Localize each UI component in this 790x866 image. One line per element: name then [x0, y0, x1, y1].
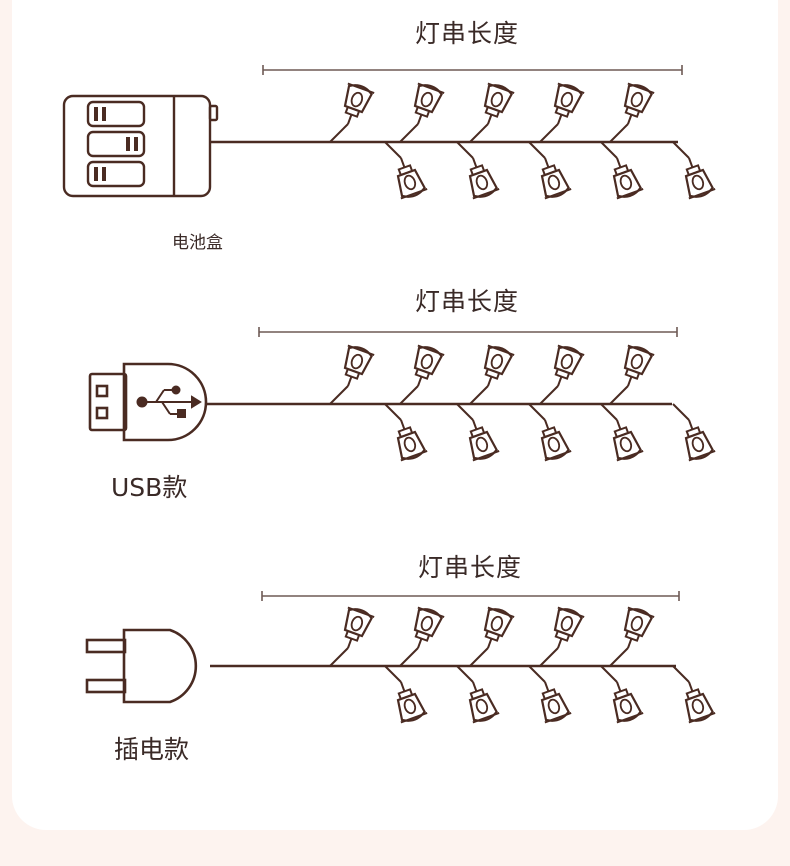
- length-dimension-line: [258, 327, 678, 337]
- bulb-icon: [396, 157, 428, 200]
- bulb-icon: [553, 606, 585, 649]
- length-label: 灯串长度: [415, 287, 520, 316]
- bulb-icon: [540, 419, 572, 462]
- length-dimension-line: [261, 591, 680, 601]
- bulb-icon: [553, 82, 585, 125]
- device-label: USB款: [111, 473, 188, 502]
- bulb-icon: [623, 606, 655, 649]
- length-label: 灯串长度: [418, 553, 523, 582]
- bulb-icon: [413, 606, 445, 649]
- light-string: [206, 327, 716, 462]
- bulb-icon: [483, 606, 515, 649]
- bulb-icon: [612, 419, 644, 462]
- bulb-icon: [413, 82, 445, 125]
- bulb-icon: [684, 157, 716, 200]
- bulb-icon: [396, 681, 428, 724]
- bulb-icon: [623, 344, 655, 387]
- bulb-icon: [540, 681, 572, 724]
- bulb-icon: [413, 344, 445, 387]
- bulb-icon: [684, 419, 716, 462]
- bulb-icon: [623, 82, 655, 125]
- bulb-icon: [553, 344, 585, 387]
- usb-plug-icon: [88, 362, 208, 442]
- bulb-icon: [468, 419, 500, 462]
- bulb-icon: [396, 419, 428, 462]
- power-plug-icon: [85, 628, 198, 704]
- bulb-icon: [483, 82, 515, 125]
- light-string: [210, 591, 716, 724]
- bulb-icon: [612, 157, 644, 200]
- variant-plug: 灯串长度 插电款: [0, 540, 790, 830]
- device-label: 电池盒: [172, 233, 223, 253]
- bulb-icon: [684, 681, 716, 724]
- bulb-icon: [483, 344, 515, 387]
- variant-usb: 灯串长度 USB款: [0, 270, 790, 540]
- bulb-icon: [343, 606, 375, 649]
- bulb-icon: [343, 82, 375, 125]
- bulb-icon: [612, 681, 644, 724]
- length-label: 灯串长度: [415, 19, 520, 48]
- light-string: [210, 65, 716, 200]
- bulb-icon: [468, 681, 500, 724]
- length-dimension-line: [262, 65, 683, 75]
- variant-battery: 灯串长度 电池盒: [0, 0, 790, 270]
- bulb-icon: [468, 157, 500, 200]
- device-label: 插电款: [114, 735, 190, 764]
- bulb-icon: [343, 344, 375, 387]
- bulb-icon: [540, 157, 572, 200]
- battery-box-icon: [62, 94, 219, 198]
